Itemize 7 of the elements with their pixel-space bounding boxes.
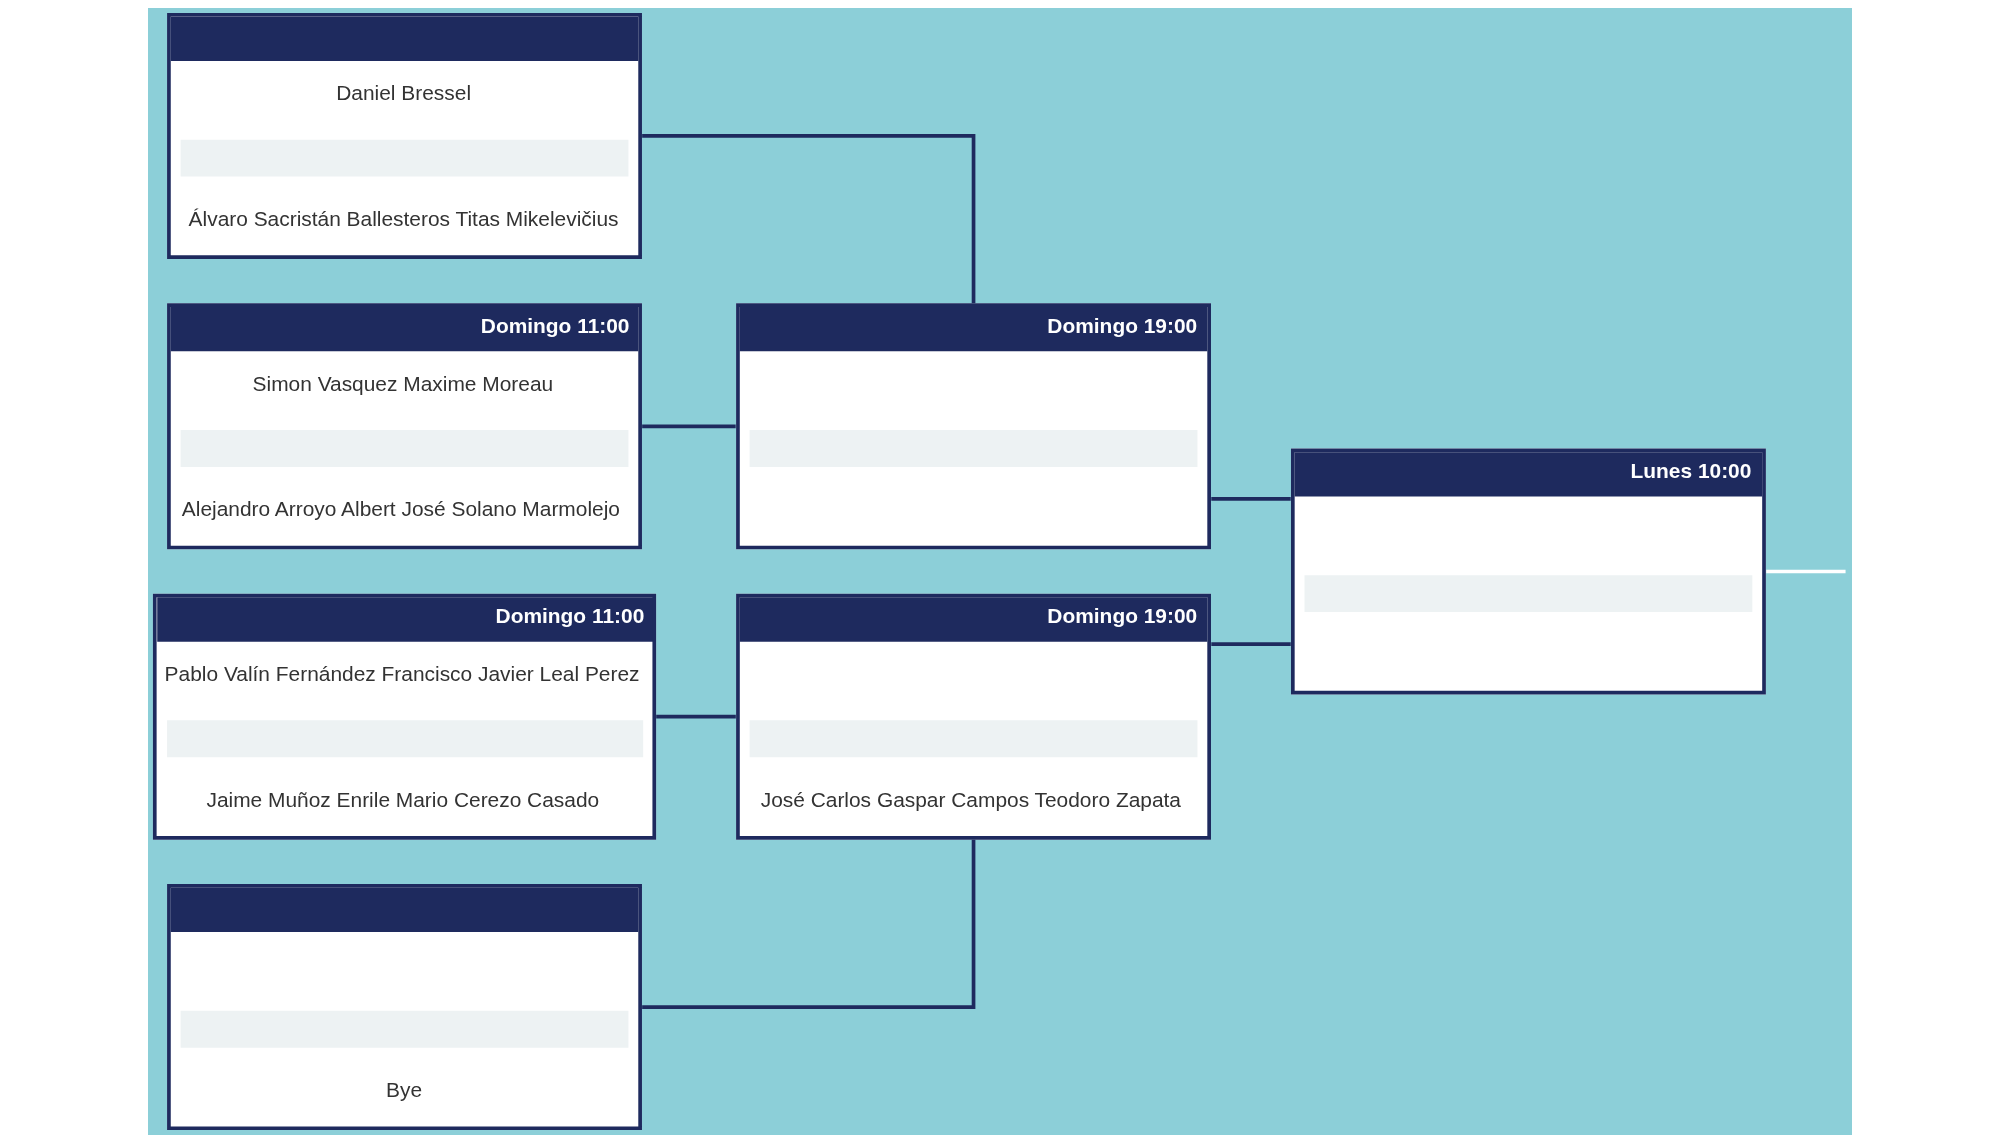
connector bbox=[642, 424, 736, 429]
connector bbox=[656, 714, 736, 719]
connector bbox=[1211, 497, 1291, 501]
connector bbox=[1211, 642, 1291, 646]
connector bbox=[642, 839, 976, 1009]
connector bbox=[1766, 569, 1846, 574]
connector bbox=[642, 134, 976, 304]
